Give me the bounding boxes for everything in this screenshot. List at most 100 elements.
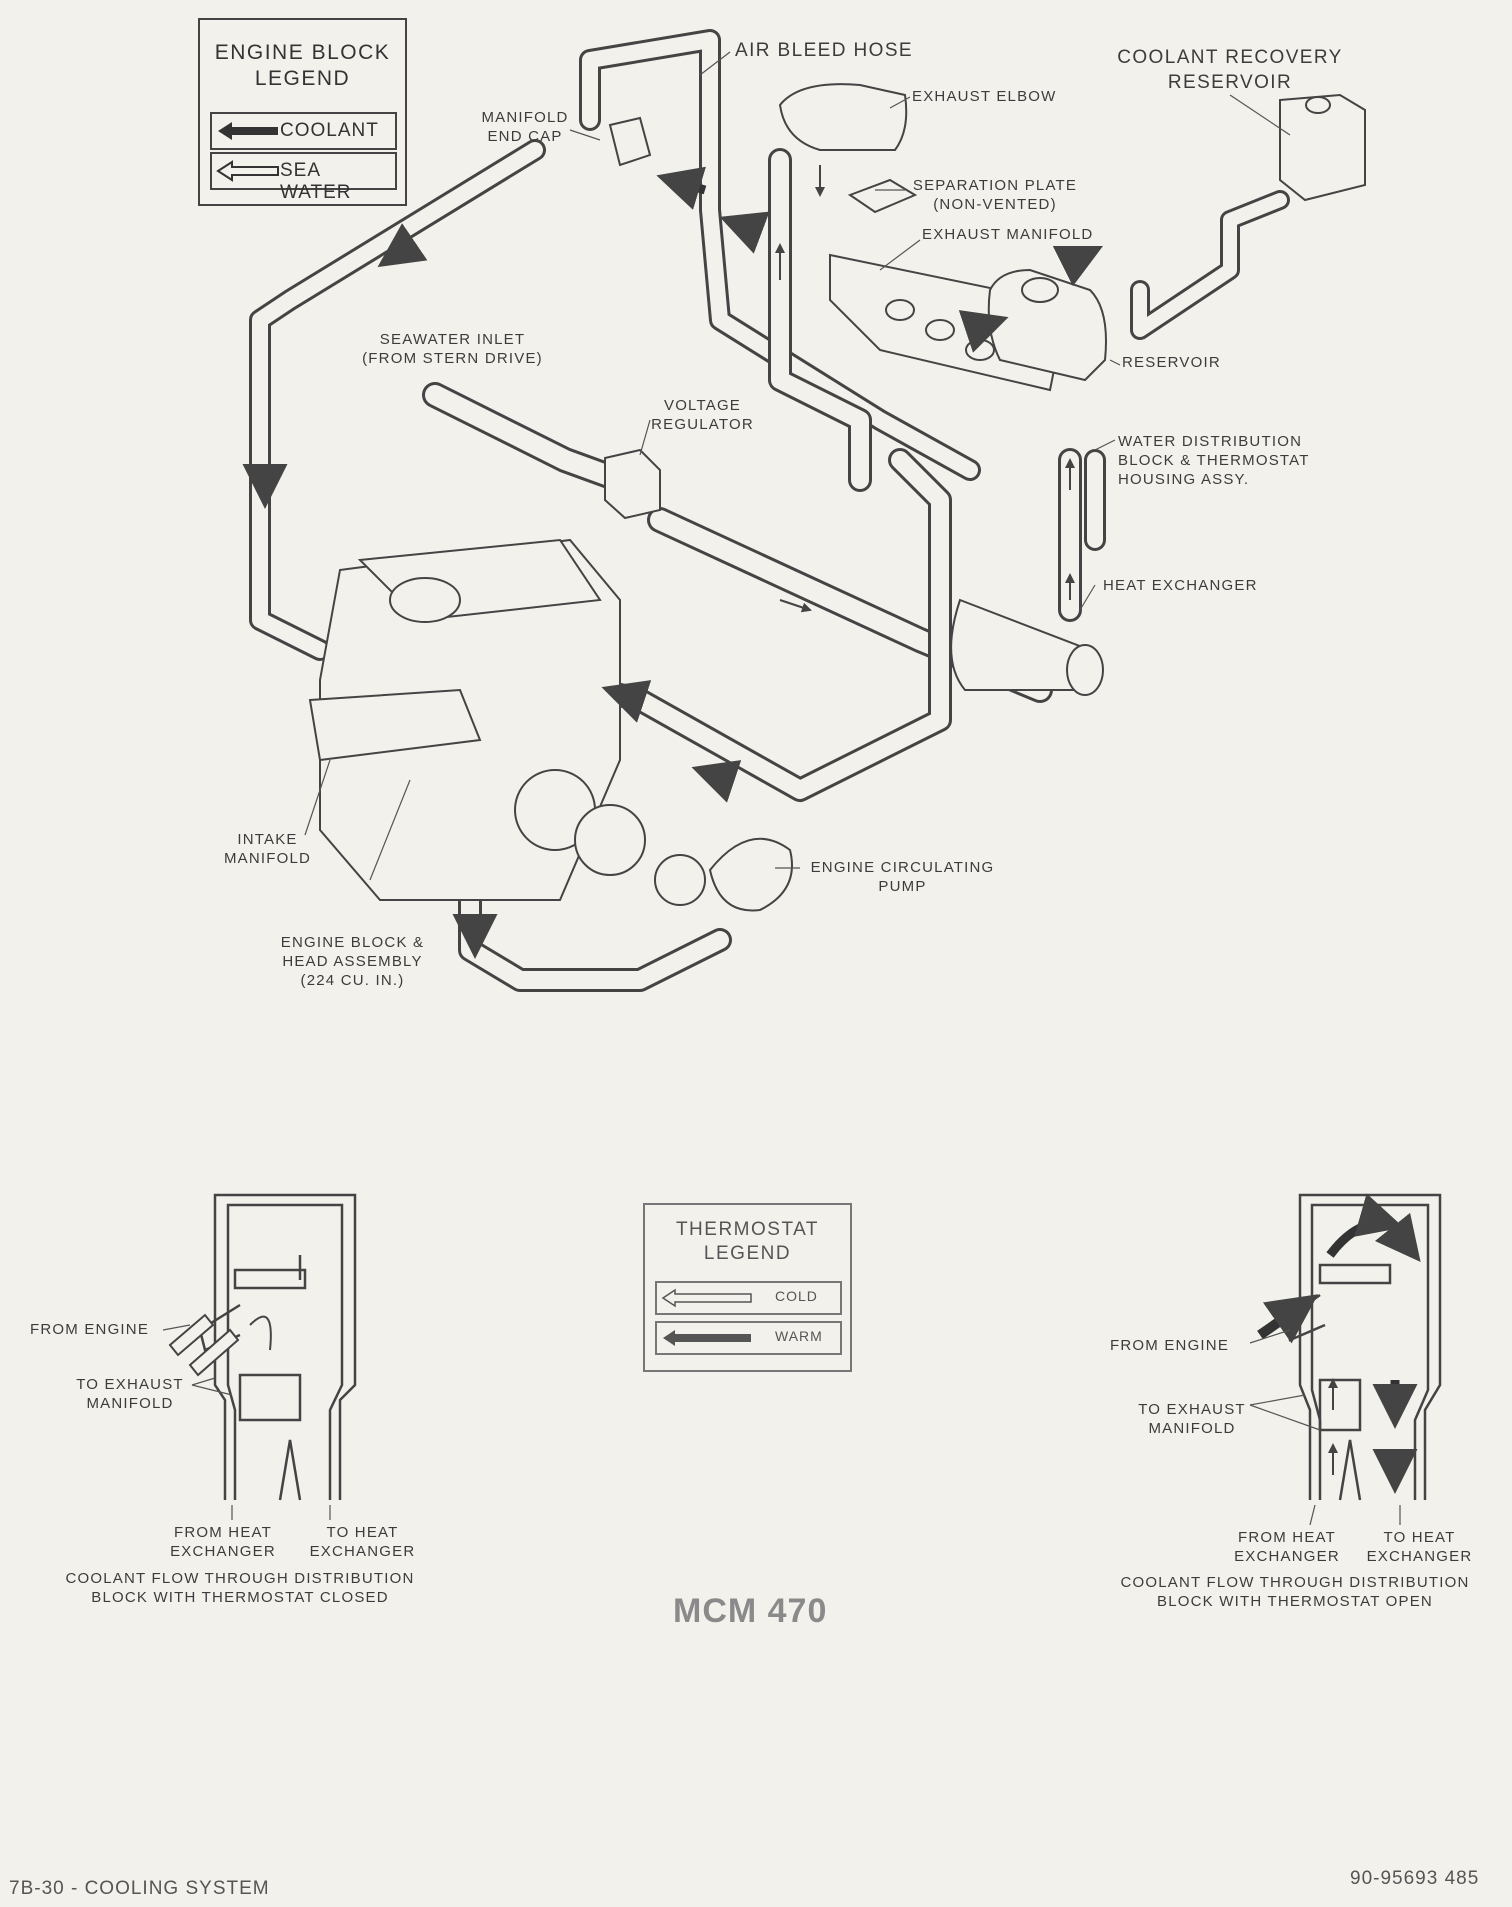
legend-title-line2: LEGEND [254,67,351,90]
water-distribution-line2: BLOCK & THERMOSTAT [1118,452,1310,469]
coolant-arrow [958,310,1009,353]
hose-network [249,29,1290,992]
separation-plate-line2: (NON-VENTED) [933,196,1057,213]
leader-lines [304,51,1291,881]
circulating-pump-line1: ENGINE CIRCULATING [810,859,995,876]
open-from-heat-line2: EXCHANGER [1234,1548,1340,1565]
engine-block-line2: HEAD ASSEMBLY [282,953,423,970]
warm-arrow-icon [663,1330,751,1346]
circulating-pump-shape [708,837,793,912]
manifold-port [925,319,955,341]
air-bleed-hose-label: AIR BLEED HOSE [735,40,913,61]
closed-to-heat-line1: TO HEAT [326,1524,399,1541]
model-title: MCM 470 [673,1592,828,1630]
open-to-exhaust-line1: TO EXHAUST [1138,1401,1246,1418]
closed-to-heat-label: TO HEAT EXCHANGER [305,1523,420,1561]
heat-exchanger-end [1066,644,1104,696]
separation-plate-label: SEPARATION PLATE (NON-VENTED) [905,176,1085,214]
open-to-heat-label: TO HEAT EXCHANGER [1362,1528,1477,1566]
closed-caption: COOLANT FLOW THROUGH DISTRIBUTION BLOCK … [45,1569,435,1607]
open-from-heat-label: FROM HEAT EXCHANGER [1232,1528,1342,1566]
seawater-arrow [779,599,812,613]
recovery-cap [1305,96,1331,114]
oil-cap-shape [389,577,461,623]
legend-seawater-row: SEA WATER [210,152,397,203]
closed-caption-line2: BLOCK WITH THERMOSTAT CLOSED [91,1589,389,1606]
coolant-arrow [1052,245,1104,287]
closed-from-engine-label: FROM ENGINE [30,1321,150,1338]
thermostat-leaders [162,1324,1401,1526]
seawater-arrow-icon [216,160,279,182]
coolant-recovery-line2: RESERVOIR [1167,72,1293,93]
open-to-heat-line2: EXCHANGER [1366,1548,1473,1565]
thermostat-legend-title-line1: THERMOSTAT [675,1219,820,1240]
closed-to-exhaust-line2: MANIFOLD [86,1395,174,1412]
open-flow-arrows [1257,1193,1421,1494]
manifold-end-cap-shape [608,116,652,167]
reservoir-cap [1021,277,1059,303]
voltage-regulator-line1: VOLTAGE [663,397,742,414]
closed-flow-arrows [168,1313,272,1377]
engine-block-line1: ENGINE BLOCK & [280,934,425,951]
seawater-inlet-line1: SEAWATER INLET [379,331,526,348]
flow-arrows [242,165,1104,959]
coolant-recovery-reservoir-shape [1279,93,1366,202]
legend-cold-label: COLD [775,1288,818,1304]
legend-warm-label: WARM [775,1328,823,1344]
seawater-inlet-line2: (FROM STERN DRIVE) [362,350,543,367]
voltage-regulator-line2: REGULATOR [651,416,754,433]
open-to-exhaust-label: TO EXHAUST MANIFOLD [1132,1400,1252,1438]
heat-exchanger-label: HEAT EXCHANGER [1103,577,1258,594]
exhaust-elbow-label: EXHAUST ELBOW [912,88,1057,105]
engine-circulating-pump-label: ENGINE CIRCULATING PUMP [800,858,1005,896]
coolant-arrow [719,211,770,254]
coolant-arrow-icon [218,122,278,140]
intake-manifold-line2: MANIFOLD [223,850,312,867]
closed-to-exhaust-line1: TO EXHAUST [76,1376,184,1393]
separation-plate-shape [847,178,918,214]
components [308,83,1366,912]
water-distribution-label: WATER DISTRIBUTION BLOCK & THERMOSTAT HO… [1118,432,1310,489]
legend-cold-row: COLD [655,1281,842,1315]
manifold-end-cap-line2: END CAP [487,128,563,145]
exhaust-elbow-shape [778,83,908,151]
open-caption-line2: BLOCK WITH THERMOSTAT OPEN [1157,1593,1433,1610]
engine-block-legend: ENGINE BLOCK LEGEND COOLANT SEA WATER [198,18,407,206]
closed-to-exhaust-label: TO EXHAUST MANIFOLD [70,1375,190,1413]
legend-warm-row: WARM [655,1321,842,1355]
thermostat-open-drawing [1283,1193,1442,1501]
manifold-port [885,299,915,321]
pulley-shape [574,804,646,876]
intake-manifold-shape [308,688,482,762]
closed-to-heat-line2: EXCHANGER [309,1543,416,1560]
coolant-recovery-reservoir-label: COOLANT RECOVERY RESERVOIR [1115,45,1345,95]
engine-block-line3: (224 CU. IN.) [300,972,405,989]
open-from-engine-label: FROM ENGINE [1110,1337,1230,1354]
heat-exchanger-shape [950,598,1097,691]
coolant-arrow [601,680,652,723]
open-from-heat-line1: FROM HEAT [1237,1529,1337,1546]
legend-coolant-label: COOLANT [280,120,379,141]
manifold-end-cap-line1: MANIFOLD [481,109,569,126]
manifold-end-cap-label: MANIFOLD END CAP [470,108,580,146]
closed-from-heat-line2: EXCHANGER [170,1543,276,1560]
circulating-pump-line2: PUMP [878,878,927,895]
coolant-recovery-line1: COOLANT RECOVERY [1117,47,1343,68]
closed-caption-line1: COOLANT FLOW THROUGH DISTRIBUTION [65,1570,415,1587]
thermostat-closed-drawing [198,1193,357,1501]
closed-from-heat-line1: FROM HEAT [173,1524,273,1541]
open-to-heat-line1: TO HEAT [1383,1529,1456,1546]
voltage-regulator-label: VOLTAGE REGULATOR [640,396,765,434]
open-to-exhaust-line2: MANIFOLD [1148,1420,1236,1437]
thermostat-legend: THERMOSTAT LEGEND COLD WARM [643,1203,852,1372]
coolant-arrow [656,166,707,210]
cold-arrow-icon [661,1288,752,1308]
water-distribution-line3: HOUSING ASSY. [1118,471,1250,488]
legend-title-line1: ENGINE BLOCK [214,41,391,64]
reservoir-label: RESERVOIR [1122,354,1221,371]
footer-right: 90-95693 485 [1350,1868,1480,1889]
separation-plate-line1: SEPARATION PLATE [912,177,1078,194]
water-distribution-line1: WATER DISTRIBUTION [1118,433,1303,450]
engine-block-head-label: ENGINE BLOCK & HEAD ASSEMBLY (224 CU. IN… [270,933,435,990]
